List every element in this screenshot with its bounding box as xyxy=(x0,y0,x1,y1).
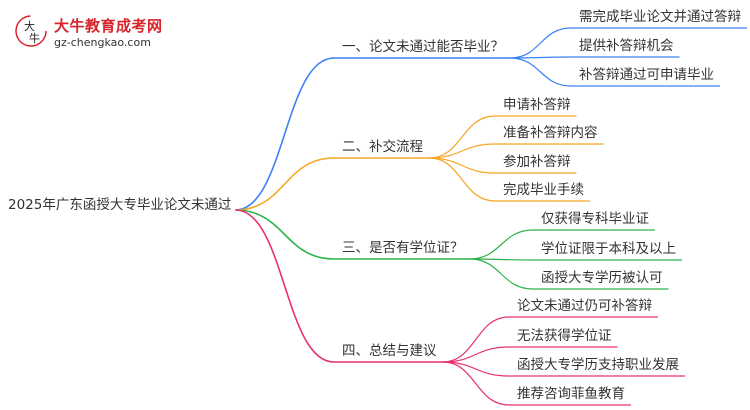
leaf-connector xyxy=(428,143,496,159)
logo-title: 大牛教育成考网 xyxy=(54,17,163,35)
leaf-connector xyxy=(442,316,510,363)
leaf-connector xyxy=(469,258,534,290)
branch-connector xyxy=(235,57,335,211)
leaf-topic: 补答辩通过可申请毕业 xyxy=(579,67,714,83)
leaf-topic: 无法获得学位证 xyxy=(517,328,612,344)
leaf-topic: 提供补答辩机会 xyxy=(579,38,674,54)
leaf-topic: 仅获得专科毕业证 xyxy=(541,211,649,227)
leaf-connector xyxy=(428,115,496,159)
site-logo[interactable]: 大 牛 大牛教育成考网 gz-chengkao.com xyxy=(14,14,174,54)
logo-mark-icon: 大 牛 xyxy=(15,15,47,47)
leaf-connector xyxy=(442,346,510,363)
leaf-topic: 申请补答辩 xyxy=(503,97,571,113)
leaf-connector xyxy=(442,361,510,406)
logo-glyph-top: 大 xyxy=(24,19,35,33)
leaf-connector xyxy=(509,57,572,87)
leaf-topic: 推荐咨询菲鱼教育 xyxy=(517,386,625,402)
leaf-connector xyxy=(469,229,534,260)
branch-connector xyxy=(235,209,335,260)
branch-topic-1: 一、论文未通过能否毕业？ xyxy=(342,39,504,55)
leaf-connector xyxy=(428,157,496,202)
logo-url[interactable]: gz-chengkao.com xyxy=(54,36,151,49)
leaf-topic: 函授大专学历支持职业发展 xyxy=(517,357,679,373)
leaf-connector xyxy=(442,361,510,377)
leaf-topic: 学位证限于本科及以上 xyxy=(541,241,676,257)
leaf-topic: 需完成毕业论文并通过答辩 xyxy=(579,9,741,25)
leaf-topic: 准备补答辩内容 xyxy=(503,125,598,141)
root-topic: 2025年广东函授大专毕业论文未通过 xyxy=(8,197,232,213)
leaf-topic: 参加补答辩 xyxy=(503,154,571,170)
leaf-topic: 函授大专学历被认可 xyxy=(541,270,663,286)
leaf-connector xyxy=(509,27,572,59)
logo-glyph-bottom: 牛 xyxy=(29,31,40,45)
leaf-connector xyxy=(428,157,496,174)
branch-connector xyxy=(235,157,335,211)
leaf-topic: 论文未通过仍可补答辩 xyxy=(517,298,652,314)
branch-topic-4: 四、总结与建议 xyxy=(342,343,437,359)
leaf-topic: 完成毕业手续 xyxy=(503,182,584,198)
branch-connector xyxy=(235,209,335,363)
leaf-connector xyxy=(469,258,534,261)
branch-topic-2: 二、补交流程 xyxy=(342,139,423,155)
branch-topic-3: 三、是否有学位证？ xyxy=(342,240,464,256)
